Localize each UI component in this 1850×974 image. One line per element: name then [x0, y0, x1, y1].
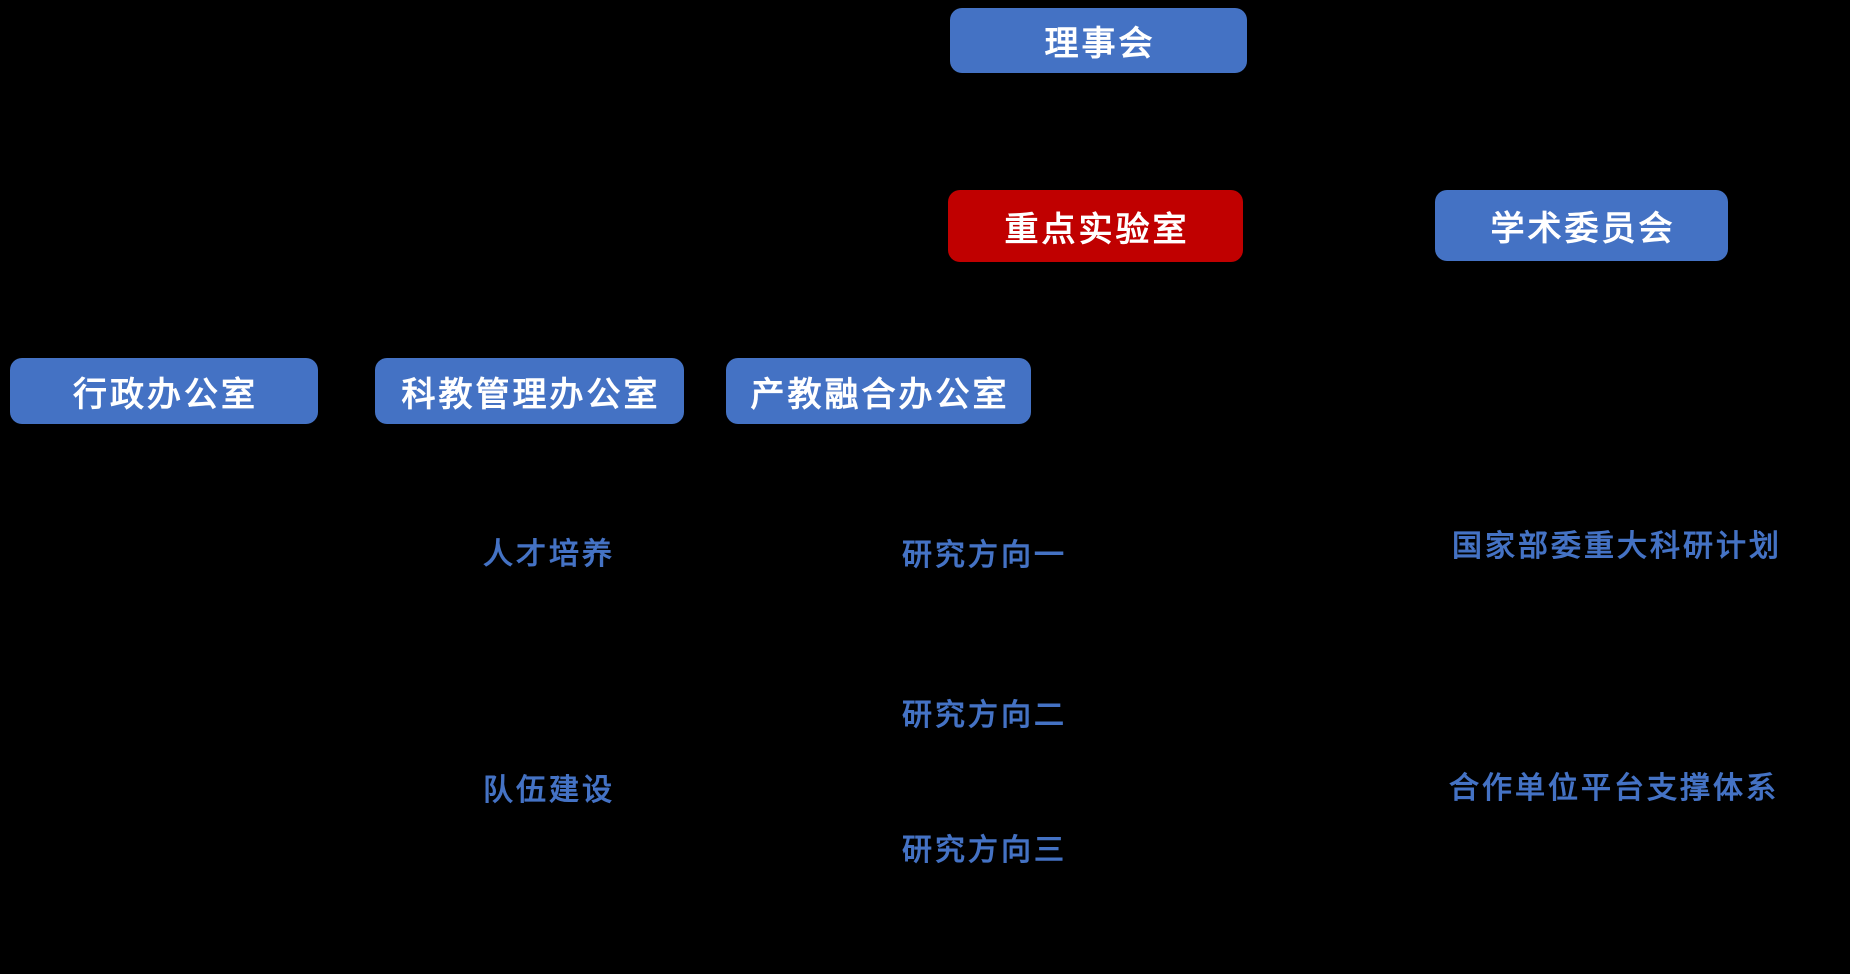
label-team-building: 队伍建设: [483, 773, 615, 808]
label-research-direction-1: 研究方向一: [902, 538, 1067, 573]
node-key-laboratory: 重点实验室: [948, 190, 1243, 262]
label-research-direction-3: 研究方向三: [902, 833, 1067, 868]
label-national-research-programs: 国家部委重大科研计划: [1452, 529, 1782, 564]
node-board: 理事会: [950, 8, 1247, 73]
label-research-direction-2: 研究方向二: [902, 698, 1067, 733]
node-academic-committee: 学术委员会: [1435, 190, 1728, 261]
label-talent-training: 人才培养: [483, 537, 615, 572]
node-industry-edu-office: 产教融合办公室: [726, 358, 1031, 424]
node-sci-edu-mgmt-office: 科教管理办公室: [375, 358, 684, 424]
node-admin-office: 行政办公室: [10, 358, 318, 424]
label-partner-platform-system: 合作单位平台支撑体系: [1449, 771, 1779, 806]
